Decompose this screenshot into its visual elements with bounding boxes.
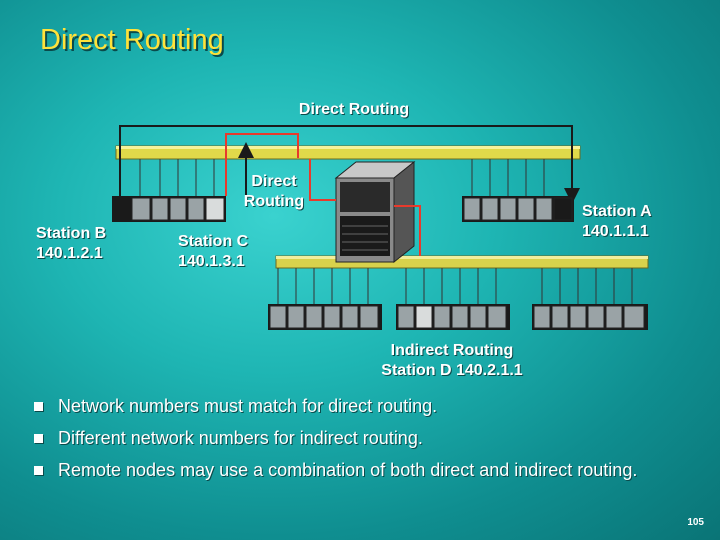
- bullet-square-icon: [34, 434, 43, 443]
- network-diagram: [112, 125, 649, 330]
- station-a-hub: [462, 159, 574, 222]
- upper-network-bus: [115, 145, 581, 160]
- station-a-name: Station A: [582, 203, 652, 220]
- station-b-hub: [112, 159, 226, 222]
- bullet-square-icon: [34, 402, 43, 411]
- station-b-address: 140.1.2.1: [36, 245, 103, 262]
- indirect-routing-label: Indirect Routing Station D 140.2.1.1: [352, 341, 552, 381]
- bullet-text: Different network numbers for indirect r…: [58, 428, 423, 448]
- direct-routing-top-label: Direct Routing: [298, 101, 410, 118]
- station-c-name: Station C: [178, 233, 249, 250]
- station-d-hub: [396, 268, 510, 330]
- lower-left-hub: [268, 268, 382, 330]
- direct-route-inner-path: [225, 133, 299, 196]
- slide-title: Direct Routing: [40, 24, 224, 56]
- direct-routing-middle-label: Direct Routing: [232, 172, 316, 212]
- bullet-text: Remote nodes may use a combination of bo…: [58, 460, 638, 480]
- indirect-routing-text: Indirect Routing: [390, 342, 514, 359]
- lower-network-bus: [275, 255, 649, 269]
- station-c-address: 140.1.3.1: [178, 253, 245, 270]
- bullet-square-icon: [34, 466, 43, 475]
- direct-route-outer-path: [119, 125, 580, 204]
- station-d-label: Station D 140.2.1.1: [381, 362, 523, 379]
- station-a-label: Station A 140.1.1.1: [582, 202, 652, 242]
- station-c-label: Station C 140.1.3.1: [178, 232, 248, 272]
- bullet-text: Network numbers must match for direct ro…: [58, 396, 438, 416]
- lower-right-hub: [532, 268, 648, 330]
- bullet-list: Network numbers must match for direct ro…: [34, 396, 694, 492]
- bullet-item: Different network numbers for indirect r…: [34, 428, 694, 449]
- bullet-item: Remote nodes may use a combination of bo…: [34, 460, 694, 481]
- page-number: 105: [687, 517, 704, 528]
- bullet-item: Network numbers must match for direct ro…: [34, 396, 694, 417]
- station-b-name: Station B: [36, 225, 107, 242]
- station-b-label: Station B 140.1.2.1: [36, 224, 106, 264]
- direct-routing-middle-line-2: Routing: [243, 193, 305, 210]
- direct-routing-middle-line-1: Direct: [251, 173, 297, 190]
- router: [309, 159, 421, 264]
- station-a-address: 140.1.1.1: [582, 223, 649, 240]
